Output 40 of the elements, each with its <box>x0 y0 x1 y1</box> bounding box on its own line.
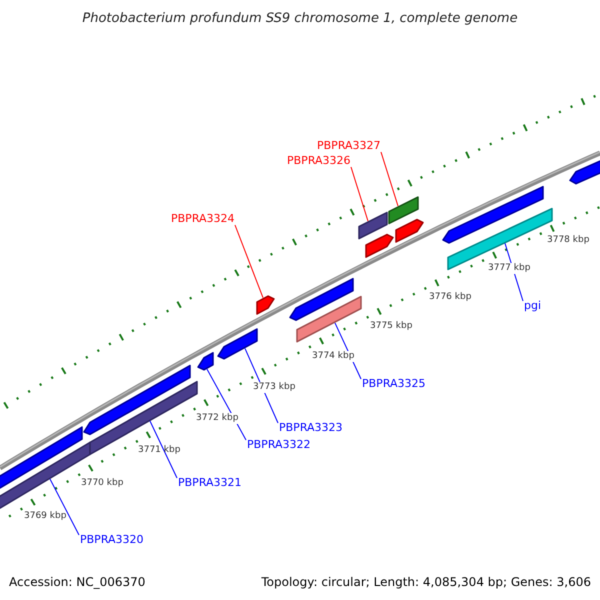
gene-block <box>83 364 191 436</box>
gene-block <box>365 234 394 258</box>
scale-label: 3774 kbp <box>312 351 354 362</box>
scale-label: 3773 kbp <box>253 382 296 394</box>
scale-label: 3778 kbp <box>547 235 590 246</box>
gene-label: PBPRA3327 <box>317 139 381 152</box>
leader-line <box>234 224 264 298</box>
gene-block <box>0 426 83 492</box>
gene-label: PBPRA3326 <box>287 154 351 167</box>
gene-label: PBPRA3320 <box>80 533 144 546</box>
footer-text: Accession: NC_006370 <box>9 575 146 590</box>
scale-label: 3770 kbp <box>81 478 124 490</box>
gene-block <box>442 186 544 244</box>
gene-label: PBPRA3325 <box>362 377 426 390</box>
gene-label: PBPRA3323 <box>279 421 343 434</box>
scale-label: 3776 kbp <box>429 292 472 304</box>
gene-label: PBPRA3321 <box>178 476 242 489</box>
scale-label: 3771 kbp <box>138 445 180 456</box>
gene-bar <box>296 296 362 342</box>
gene-block <box>197 352 214 371</box>
scale-label: 3772 kbp <box>196 413 238 424</box>
scale-label: 3777 kbp <box>488 263 530 274</box>
gene-label: PBPRA3324 <box>171 212 235 225</box>
title: Photobacterium profundum SS9 chromosome 1, complete genome <box>82 10 518 28</box>
leader-line <box>50 478 80 536</box>
gene-bar <box>388 196 419 224</box>
scale-label: 3769 kbp <box>24 511 66 522</box>
gene-block <box>289 278 354 321</box>
gene-label: PBPRA3322 <box>247 438 311 451</box>
gene-label: pgi <box>524 299 542 312</box>
gene-bar <box>358 212 388 240</box>
gene-block <box>395 218 424 243</box>
footer-text: Topology: circular; Length: 4,085,304 bp; Genes: 3,606 <box>261 575 591 590</box>
leader-line <box>350 166 368 222</box>
gene-block <box>256 295 275 315</box>
scale-label: 3775 kbp <box>370 321 412 332</box>
gene-bar <box>89 380 198 456</box>
leader-line <box>380 152 398 206</box>
gene-block <box>217 328 258 360</box>
leader-line <box>150 420 178 478</box>
